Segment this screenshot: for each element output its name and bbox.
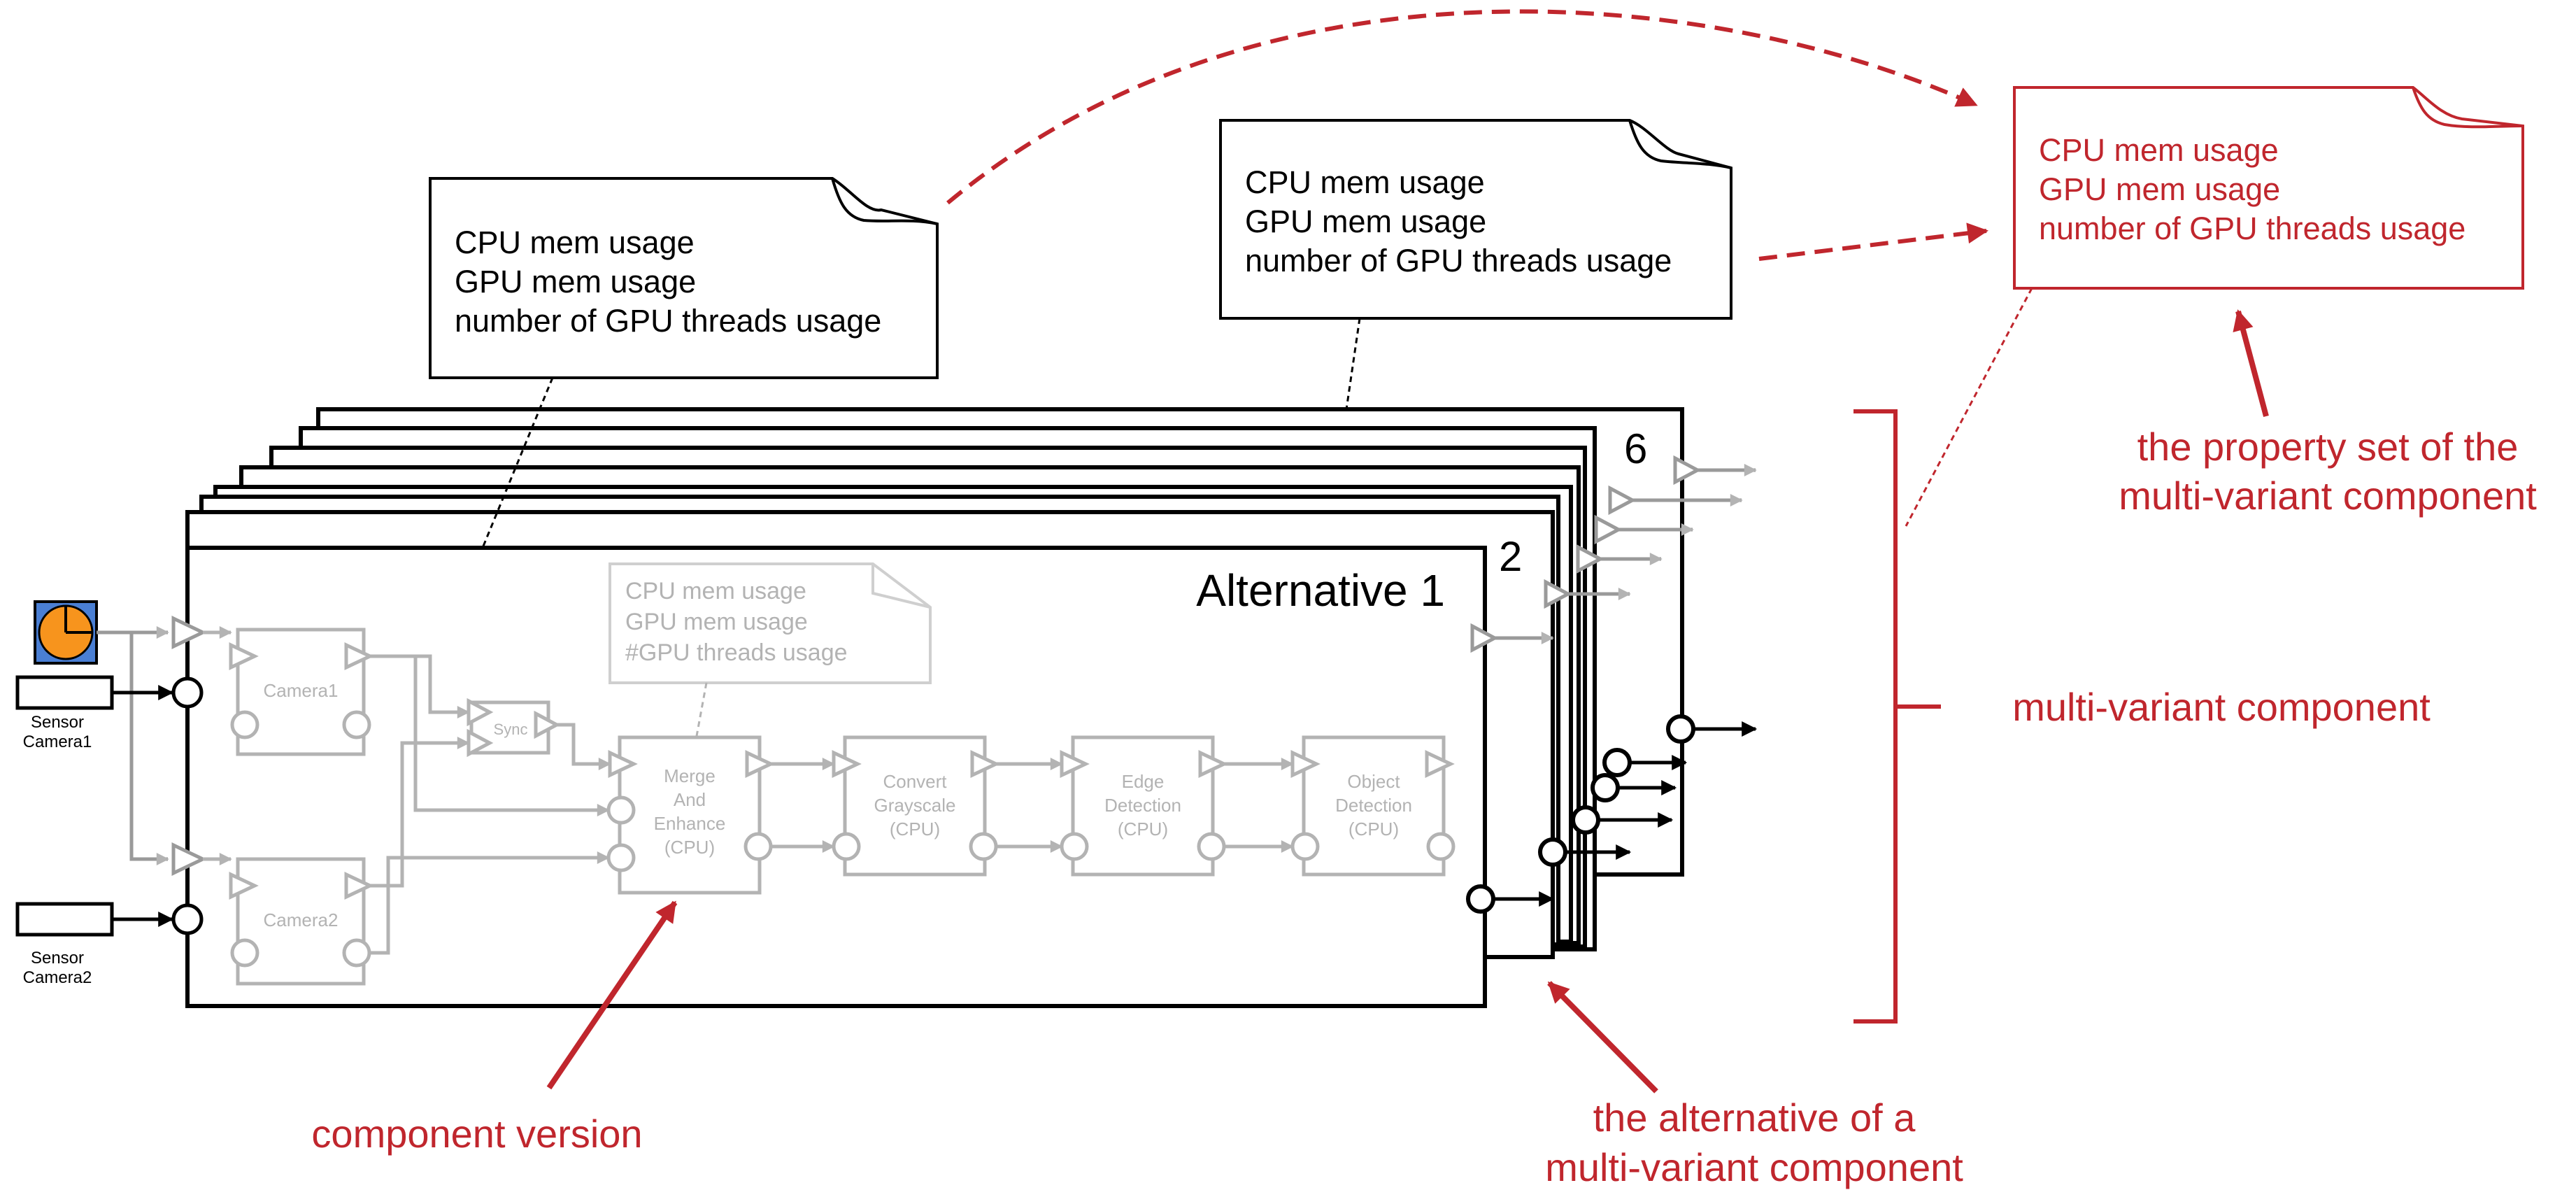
output-port-2 — [1544, 579, 1572, 609]
mid-note-line2: GPU mem usage — [1245, 204, 1486, 239]
output-port-6 — [1673, 455, 1702, 486]
event-port-4 — [1591, 773, 1620, 802]
merge-label-4: (CPU) — [664, 837, 715, 858]
pipeline-links — [203, 626, 1294, 955]
camera2-label: Camera2 — [264, 909, 339, 930]
sensor-camera2-label-2: Camera2 — [23, 968, 92, 987]
pipeline-labels: Camera1 Camera2 Sync Merge And Enhance (… — [264, 680, 1412, 930]
red-dashed-arc-arrow — [946, 9, 1978, 205]
output-port-3 — [1576, 544, 1604, 574]
alternative-1-label: Alternative 1 — [1196, 565, 1445, 616]
sensor-links — [97, 626, 174, 927]
sensor-camera2-label-1: Sensor — [31, 949, 84, 968]
property-set-arrow — [2233, 309, 2269, 418]
output-port-5 — [1608, 485, 1637, 516]
inner-note — [609, 562, 932, 684]
event-port-6 — [1666, 714, 1695, 744]
sensor-camera1-box — [15, 675, 114, 710]
property-set-note — [2013, 86, 2524, 290]
pipeline — [236, 628, 1446, 986]
property-set-line1: CPU mem usage — [2039, 132, 2279, 168]
mid-note-line3: number of GPU threads usage — [1245, 243, 1672, 278]
sensor-camera1-label-1: Sensor — [31, 713, 84, 732]
left-note — [429, 177, 939, 379]
inner-note-line1: CPU mem usage — [625, 578, 806, 604]
object-label-3: (CPU) — [1349, 819, 1399, 840]
alternative-stack — [185, 407, 1684, 1008]
mid-note-fold — [1628, 120, 1732, 169]
inner-note-line3: #GPU threads usage — [625, 639, 848, 666]
property-set-note-text: CPU mem usage GPU mem usage number of GP… — [2039, 132, 2465, 246]
left-note-line2: GPU mem usage — [455, 264, 696, 299]
output-port-1 — [1470, 623, 1499, 653]
property-set-label-2: multi-variant component — [2119, 474, 2537, 518]
red-annotations: the property set of the multi-variant co… — [311, 425, 2537, 1189]
left-note-line3: number of GPU threads usage — [455, 303, 881, 339]
camera2-block — [236, 857, 366, 986]
object-label-1: Object — [1347, 771, 1400, 792]
left-note-connector — [481, 377, 554, 548]
alternative-6-label: 6 — [1624, 425, 1647, 472]
convert-label-1: Convert — [883, 771, 947, 792]
convert-label-2: Grayscale — [874, 795, 955, 816]
alt1-input-ports — [171, 616, 207, 935]
stack-event-arrows — [1493, 721, 1758, 907]
convert-label-3: (CPU) — [890, 819, 940, 840]
sensor-camera2-box — [15, 902, 114, 937]
sensor-icon — [34, 600, 98, 665]
object-label-2: Detection — [1335, 795, 1412, 816]
mid-note — [1219, 119, 1732, 320]
output-port-4 — [1594, 514, 1623, 545]
property-set-line3: number of GPU threads usage — [2039, 211, 2465, 246]
left-note-text: CPU mem usage GPU mem usage number of GP… — [455, 225, 881, 339]
component-version-label: component version — [311, 1112, 642, 1156]
camera1-label: Camera1 — [264, 680, 339, 701]
merge-label-2: And — [674, 789, 706, 810]
property-set-label-1: the property set of the — [2137, 425, 2519, 469]
mid-note-connector — [1345, 318, 1361, 410]
event-port-5 — [1602, 748, 1632, 777]
left-note-fold — [831, 178, 938, 225]
inner-note-text: CPU mem usage GPU mem usage #GPU threads… — [625, 578, 848, 666]
red-dashed-straight-arrow — [1758, 222, 1988, 261]
merge-label-3: Enhance — [654, 813, 726, 834]
event-port-3 — [1571, 805, 1600, 835]
stack-event-ports — [1466, 714, 1695, 914]
event-port-2 — [1538, 837, 1567, 867]
merge-block — [618, 735, 762, 895]
object-block — [1302, 735, 1446, 877]
sensor-camera1-label-2: Camera1 — [23, 732, 92, 751]
alternative-2-label: 2 — [1499, 533, 1522, 580]
edge-block — [1071, 735, 1215, 877]
event-port-1 — [1466, 884, 1495, 914]
pipeline-ports — [229, 642, 1456, 968]
edge-label-2: Detection — [1104, 795, 1181, 816]
mid-note-text: CPU mem usage GPU mem usage number of GP… — [1245, 164, 1672, 278]
camera1-block — [236, 628, 366, 756]
alternative-label-2: multi-variant component — [1545, 1145, 1963, 1189]
mid-note-line1: CPU mem usage — [1245, 164, 1485, 200]
red-dotted-link — [1905, 288, 2033, 527]
sync-label: Sync — [494, 721, 528, 738]
alternative-arrow — [1547, 981, 1658, 1093]
property-set-note-fold — [2412, 87, 2524, 129]
convert-block — [843, 735, 987, 877]
multi-variant-bracket — [1853, 409, 1941, 1024]
alternative-label-1: the alternative of a — [1593, 1096, 1916, 1140]
stack-output-ports — [1470, 455, 1702, 653]
left-note-line1: CPU mem usage — [455, 225, 695, 260]
edge-label-3: (CPU) — [1118, 819, 1168, 840]
multi-variant-label: multi-variant component — [2012, 685, 2431, 729]
merge-label-1: Merge — [664, 765, 716, 786]
edge-label-1: Edge — [1122, 771, 1165, 792]
inner-note-line2: GPU mem usage — [625, 609, 808, 635]
stack-output-arrows — [1495, 464, 1757, 644]
property-set-line2: GPU mem usage — [2039, 171, 2280, 207]
component-version-arrow — [546, 900, 678, 1090]
